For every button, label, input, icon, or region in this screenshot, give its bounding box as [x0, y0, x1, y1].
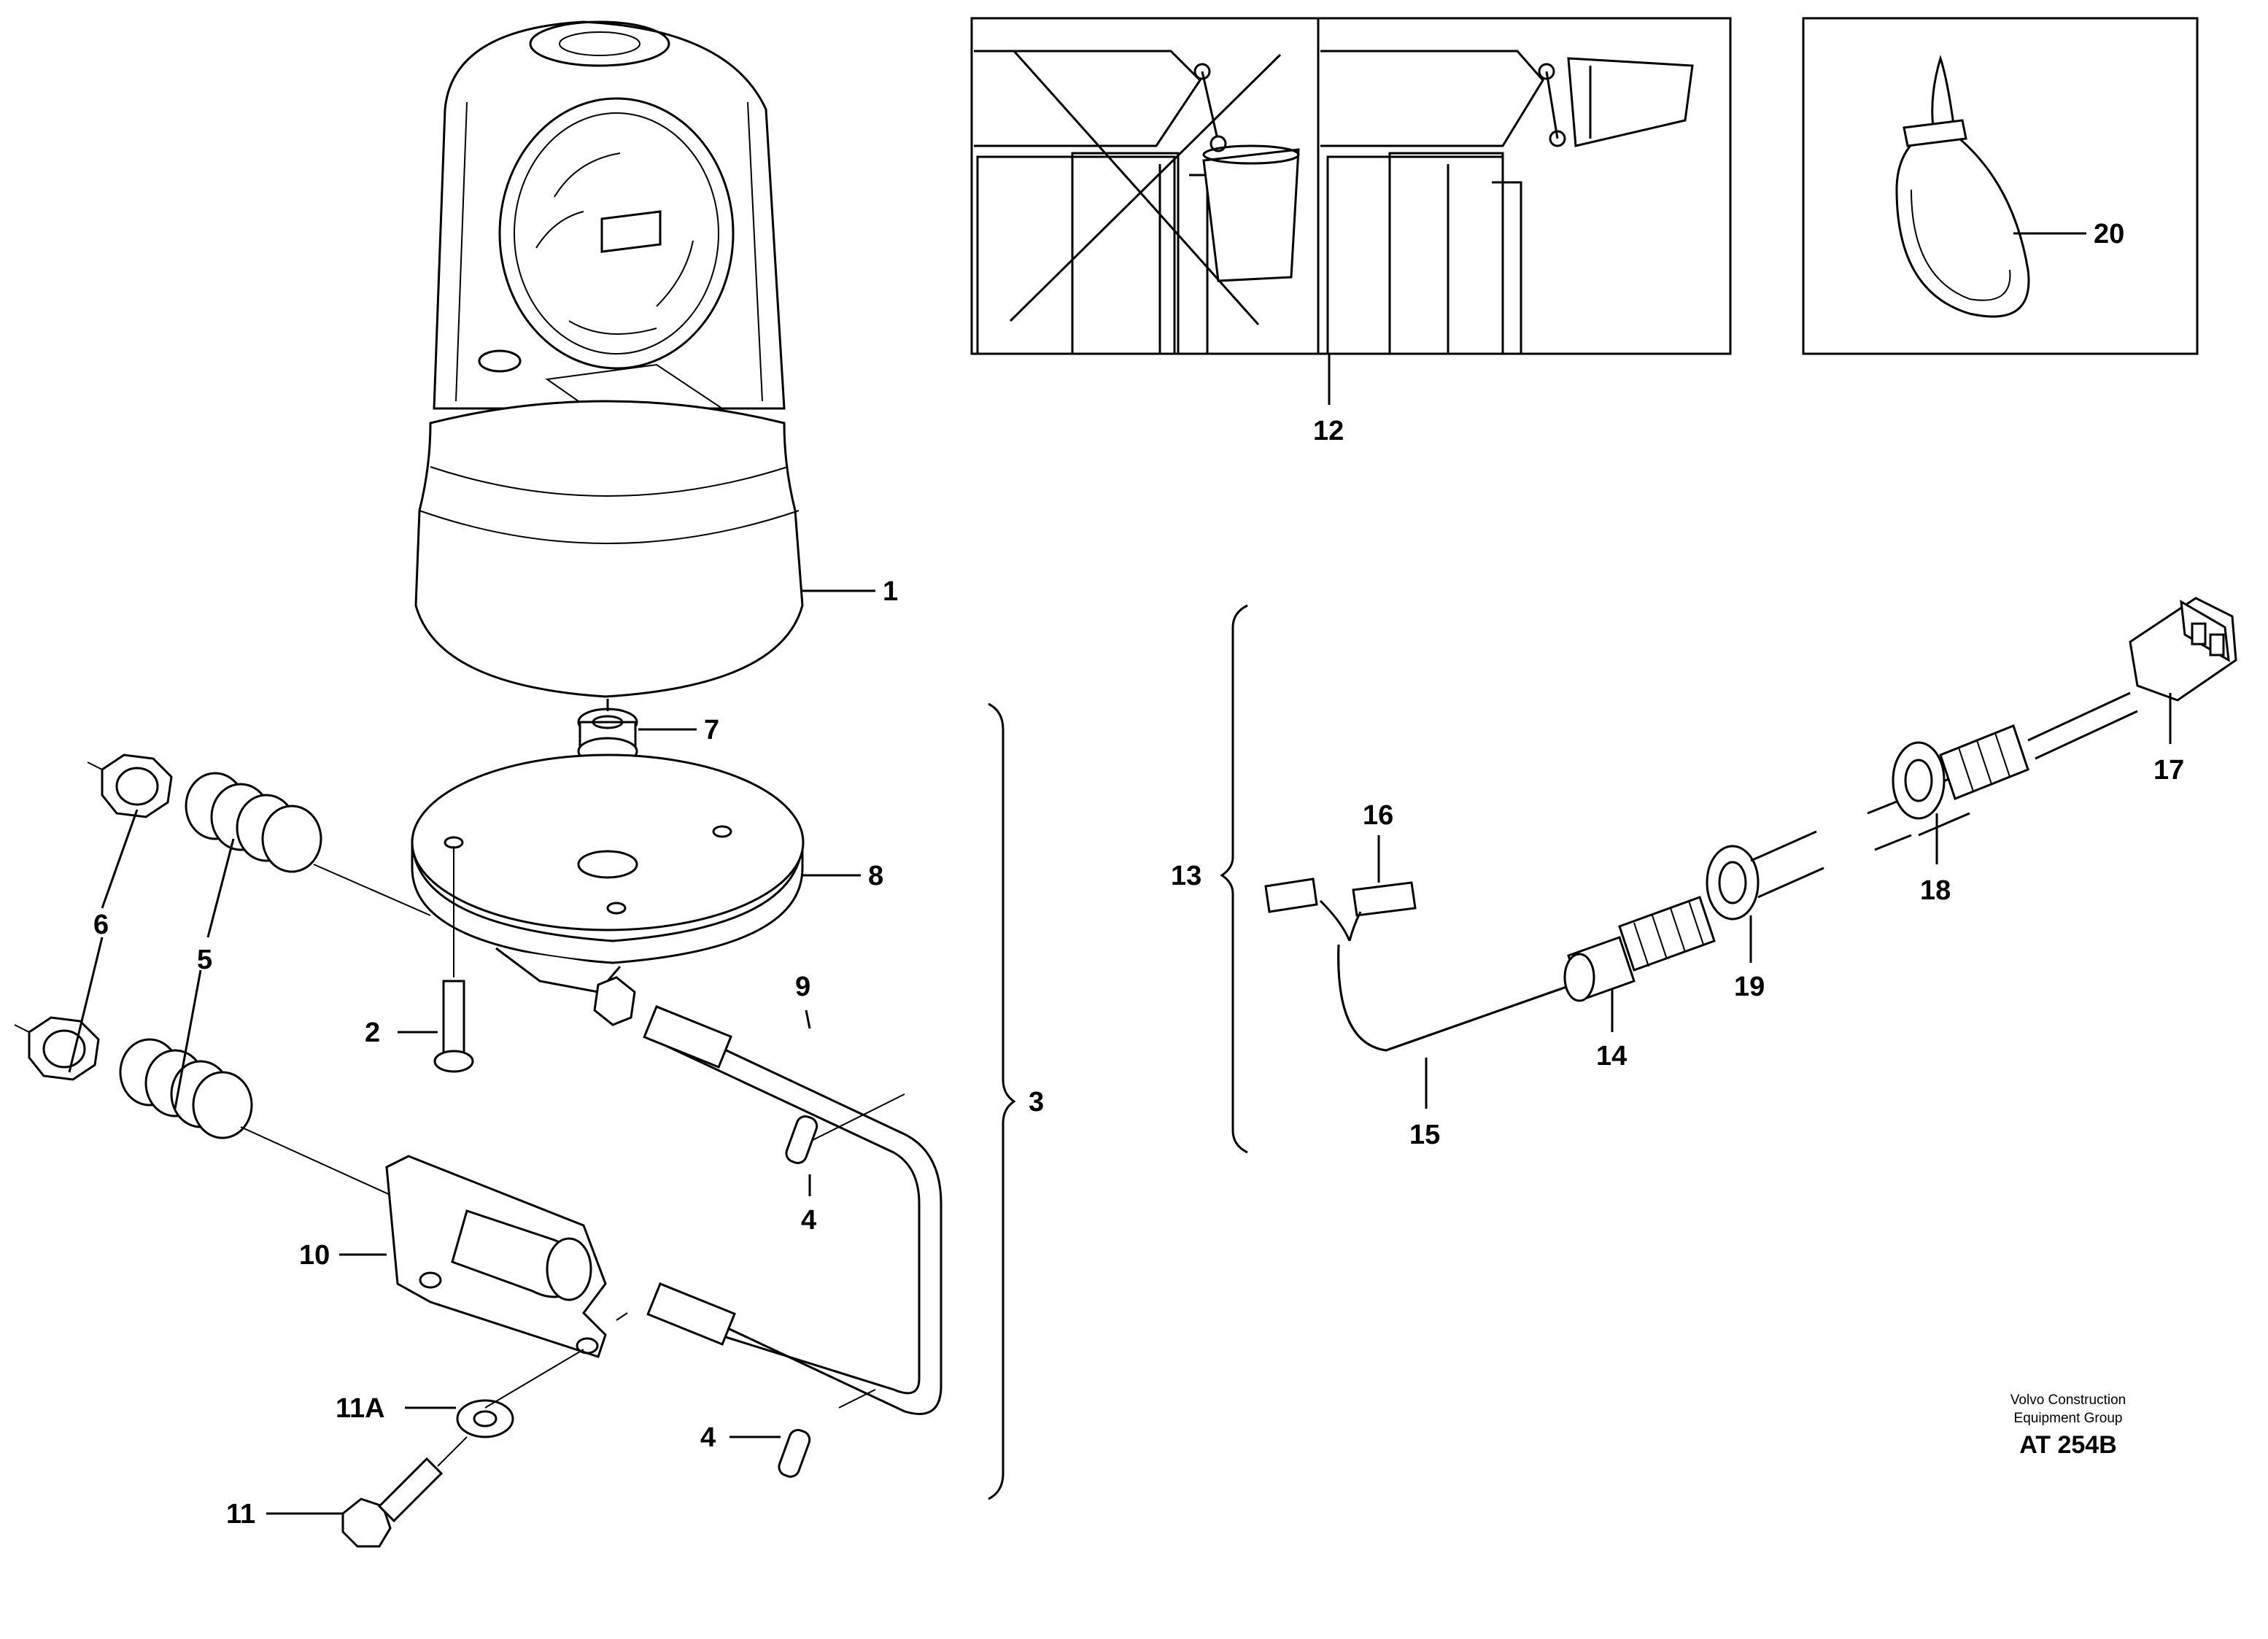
callout-13: 13: [1171, 861, 1201, 891]
beacon-lamp: [414, 20, 804, 698]
callout-labels: 1 7 8 2 9 4 4 3 10 11A 11 6 5 12 20 13 1…: [93, 219, 2184, 1530]
callout-15: 15: [1409, 1120, 1440, 1150]
bolt-2: [433, 846, 474, 1073]
bracket-3: [988, 702, 1016, 1500]
callout-16: 16: [1363, 800, 1393, 831]
callout-18: 18: [1920, 875, 1951, 906]
credit-line-1: Volvo Construction: [2010, 1392, 2126, 1408]
callout-11: 11: [226, 1499, 255, 1530]
bracket-13: [1220, 604, 1248, 1154]
washer-11a: [456, 1399, 514, 1438]
callout-1: 1: [883, 576, 898, 607]
nuts-6: [28, 753, 173, 1081]
callout-2: 2: [365, 1018, 380, 1048]
callout-9: 9: [795, 972, 810, 1002]
callout-11a: 11A: [336, 1393, 385, 1424]
callout-6: 6: [93, 910, 109, 940]
callout-17: 17: [2153, 755, 2184, 786]
u-bolt-9: [643, 1005, 943, 1415]
bolt-11: [341, 1436, 468, 1548]
leader-lines: [68, 589, 2172, 1515]
callout-4-upper: 4: [801, 1205, 816, 1236]
callout-3: 3: [1029, 1087, 1044, 1117]
springs-5: [119, 772, 322, 1139]
base-plate-8: [411, 753, 805, 993]
callout-12: 12: [1313, 416, 1344, 446]
pins-4: [778, 1115, 818, 1478]
inset-12: [970, 17, 1732, 355]
callout-20: 20: [2094, 219, 2124, 249]
callout-4-lower: 4: [700, 1422, 716, 1453]
callout-14: 14: [1596, 1041, 1627, 1072]
clamp-10: [385, 1155, 628, 1358]
callout-7: 7: [704, 715, 719, 745]
callout-5: 5: [197, 945, 212, 975]
inset-20: [1802, 17, 2199, 355]
cable-harness: [1264, 597, 2237, 1052]
callout-19: 19: [1734, 972, 1765, 1002]
credit-block: Volvo Construction Equipment Group AT 25…: [2010, 1392, 2126, 1459]
callout-8: 8: [868, 861, 883, 891]
drawing-code: AT 254B: [2019, 1431, 2117, 1459]
callout-10: 10: [299, 1240, 330, 1271]
credit-line-2: Equipment Group: [2014, 1411, 2123, 1426]
